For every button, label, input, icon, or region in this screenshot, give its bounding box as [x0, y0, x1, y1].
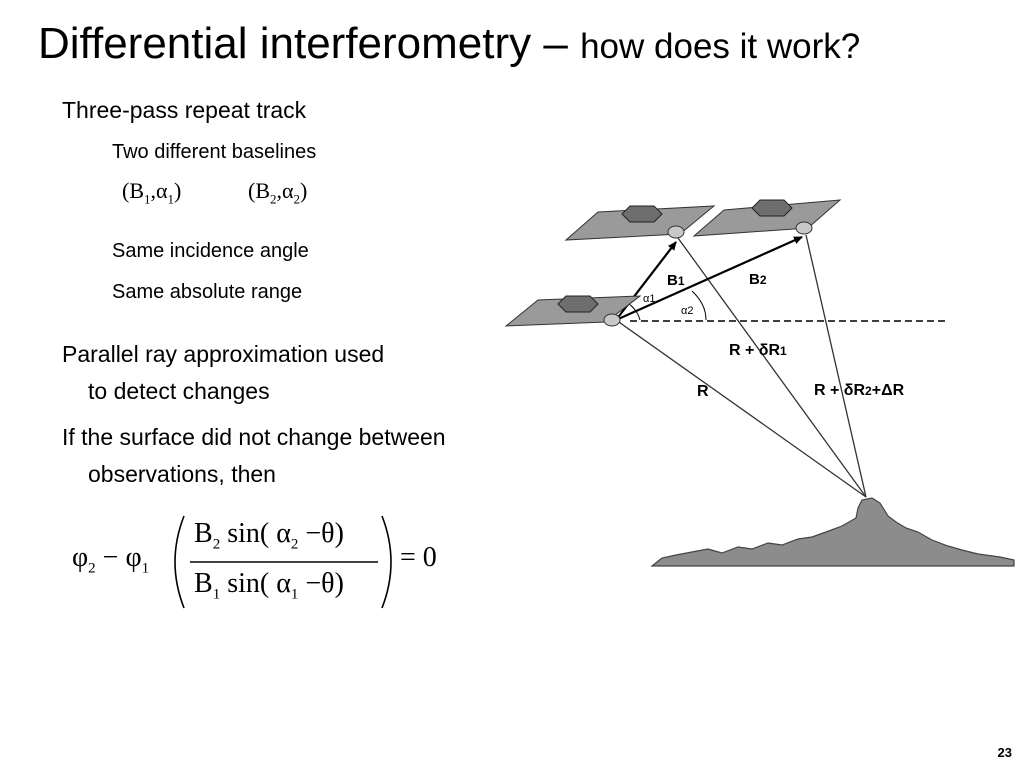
label-alpha2: α2	[681, 305, 693, 317]
slide-title: Differential interferometry – how does i…	[38, 14, 860, 77]
baseline-arrow-B2	[615, 235, 803, 322]
equation-parentheses	[174, 515, 392, 609]
label-alpha1: α1	[643, 293, 655, 305]
equation-phase-diff: φ2 − φ1	[72, 542, 150, 577]
page-number: 23	[997, 745, 1012, 760]
bullet-surface-line1: If the surface did not change between	[62, 424, 446, 450]
angle-arc-alpha2	[691, 290, 707, 321]
range-line-R-dR1	[677, 237, 867, 498]
bullet-same-incidence: Same incidence angle	[112, 240, 309, 262]
bullet-surface-line2: observations, then	[88, 461, 276, 487]
satellite-1-icon	[504, 295, 642, 327]
bullet-parallel-ray-line2: to detect changes	[88, 378, 270, 404]
range-line-R-dR2	[805, 234, 867, 498]
slide-title-sub: how does it work?	[580, 27, 861, 66]
bullet-parallel-ray-line1: Parallel ray approximation used	[62, 341, 385, 367]
label-B1: B1	[667, 272, 685, 289]
satellite-3-icon	[692, 199, 842, 237]
label-R-plus-dR1: R + δR1	[729, 342, 787, 359]
satellite-2-icon	[564, 205, 716, 241]
range-line-R	[615, 319, 867, 498]
equation-equals-zero: = 0	[400, 542, 437, 573]
label-R-plus-dR2-plus-DR: R + δR2+ΔR	[814, 382, 905, 399]
label-R: R	[697, 383, 709, 400]
bullet-three-pass: Three-pass repeat track	[62, 97, 307, 123]
baseline-pair-2: (B2,α2)	[248, 178, 308, 207]
equation-numerator: B2 sin( α2 −θ)	[194, 518, 344, 553]
bullet-same-range: Same absolute range	[112, 281, 303, 303]
slide-title-main: Differential interferometry –	[38, 19, 568, 68]
label-B2: B2	[749, 271, 767, 288]
equation-denominator: B1 sin( α1 −θ)	[194, 568, 344, 603]
terrain-shape	[650, 497, 1015, 567]
baseline-pair-1: (B1,α1)	[122, 178, 182, 207]
bullet-two-baselines: Two different baselines	[112, 141, 317, 163]
